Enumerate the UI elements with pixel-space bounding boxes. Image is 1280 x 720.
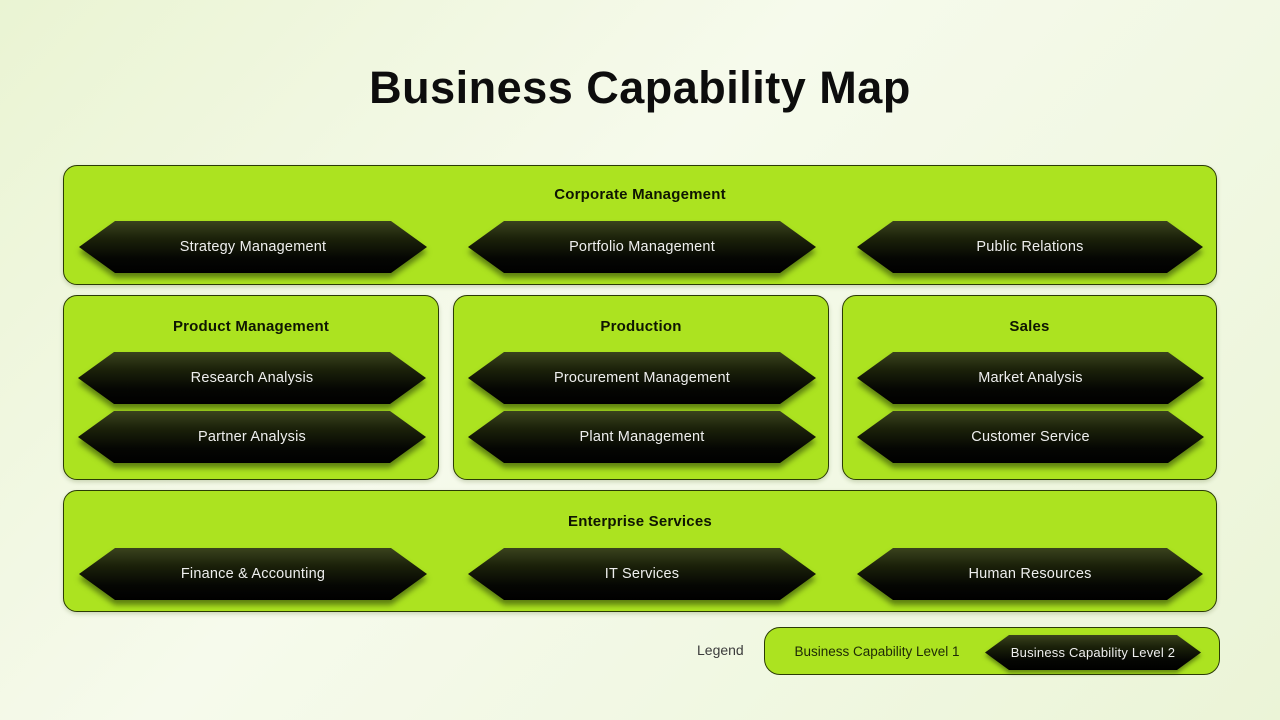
hexagon-shape: Public Relations — [857, 221, 1203, 273]
legend-level2-swatch: Business Capability Level 2 — [985, 635, 1201, 670]
page-title: Business Capability Map — [369, 62, 911, 113]
hexagon-shape: Customer Service — [857, 411, 1204, 463]
capability-label: Strategy Management — [179, 239, 327, 255]
legend-level1-label: Business Capability Level 1 — [794, 643, 960, 659]
hexagon-shape: Human Resources — [857, 548, 1203, 600]
group-title-product-management: Product Management — [172, 318, 330, 335]
group-sales: Sales Market Analysis Customer Service — [842, 295, 1217, 480]
group-title-production: Production — [600, 318, 682, 335]
group-enterprise-services: Enterprise Services Finance & Accounting… — [63, 490, 1217, 612]
capability-it-services: IT Services — [468, 548, 816, 600]
capability-finance-accounting: Finance & Accounting — [79, 548, 427, 600]
capability-research-analysis: Research Analysis — [78, 352, 426, 404]
group-corporate-management: Corporate Management Strategy Management… — [63, 165, 1217, 285]
capability-plant-management: Plant Management — [468, 411, 816, 463]
capability-public-relations: Public Relations — [857, 221, 1203, 273]
group-title-corporate-management: Corporate Management — [554, 186, 726, 203]
capability-label: Market Analysis — [978, 370, 1083, 386]
capability-label: Research Analysis — [190, 370, 314, 386]
hexagon-shape: Procurement Management — [468, 352, 816, 404]
group-production: Production Procurement Management Plant … — [453, 295, 829, 480]
capability-label: Procurement Management — [553, 370, 731, 386]
capability-label: Customer Service — [971, 429, 1090, 445]
hexagon-shape: Strategy Management — [79, 221, 427, 273]
capability-human-resources: Human Resources — [857, 548, 1203, 600]
capability-market-analysis: Market Analysis — [857, 352, 1204, 404]
hexagon-shape: Market Analysis — [857, 352, 1204, 404]
capability-partner-analysis: Partner Analysis — [78, 411, 426, 463]
hexagon-shape: IT Services — [468, 548, 816, 600]
hexagon-shape: Finance & Accounting — [79, 548, 427, 600]
hexagon-shape: Portfolio Management — [468, 221, 816, 273]
capability-label: Plant Management — [579, 429, 705, 445]
capability-label: Finance & Accounting — [180, 566, 326, 582]
legend-level2-label: Business Capability Level 2 — [1010, 645, 1176, 660]
hexagon-shape: Research Analysis — [78, 352, 426, 404]
legend-label: Legend — [697, 642, 744, 658]
capability-label: IT Services — [604, 566, 680, 582]
capability-portfolio-management: Portfolio Management — [468, 221, 816, 273]
capability-label: Human Resources — [968, 566, 1092, 582]
capability-procurement-management: Procurement Management — [468, 352, 816, 404]
legend-box: Business Capability Level 1 Business Cap… — [764, 627, 1220, 675]
capability-customer-service: Customer Service — [857, 411, 1204, 463]
capability-label: Public Relations — [976, 239, 1084, 255]
capability-label: Portfolio Management — [569, 239, 715, 255]
group-title-enterprise-services: Enterprise Services — [568, 513, 712, 530]
group-title-sales: Sales — [1009, 318, 1050, 335]
group-product-management: Product Management Research Analysis Par… — [63, 295, 439, 480]
capability-strategy-management: Strategy Management — [79, 221, 427, 273]
hexagon-shape: Plant Management — [468, 411, 816, 463]
capability-label: Partner Analysis — [198, 429, 306, 445]
hexagon-shape: Business Capability Level 2 — [985, 635, 1201, 670]
hexagon-shape: Partner Analysis — [78, 411, 426, 463]
